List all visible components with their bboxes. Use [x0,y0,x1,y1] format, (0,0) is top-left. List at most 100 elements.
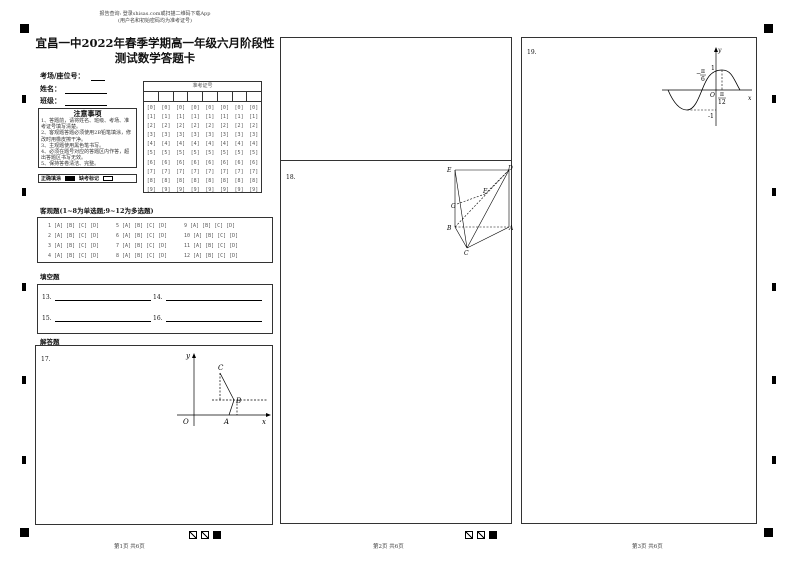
digit-bubble[interactable]: [9] [234,186,244,193]
question-bubbles[interactable]: 10 [A] [B] [C] [D] [184,233,239,239]
digit-bubble[interactable]: [3] [146,132,156,139]
digit-bubble[interactable]: [8] [205,177,215,184]
digit-bubble[interactable]: [3] [219,132,229,139]
digit-bubble[interactable]: [9] [249,186,259,193]
digit-bubble[interactable]: [7] [219,168,229,175]
digit-bubble[interactable]: [8] [146,177,156,184]
digit-bubble[interactable]: [5] [190,150,200,157]
digit-bubble[interactable]: [1] [146,114,156,121]
digit-bubble[interactable]: [2] [176,123,186,130]
digit-bubble[interactable]: [0] [205,105,215,111]
digit-bubble[interactable]: [6] [146,159,156,166]
digit-bubble[interactable]: [5] [249,150,259,157]
digit-bubble[interactable]: [6] [234,159,244,166]
digit-bubble[interactable]: [5] [161,150,171,157]
digit-bubble[interactable]: [0] [176,105,186,111]
digit-bubble[interactable]: [0] [146,105,156,111]
digit-bubble[interactable]: [5] [205,150,215,157]
digit-bubble[interactable]: [4] [205,141,215,148]
digit-bubble[interactable]: [6] [205,159,215,166]
digit-bubble[interactable]: [9] [161,186,171,193]
digit-bubble[interactable]: [0] [161,105,171,111]
digit-bubble[interactable]: [9] [176,186,186,193]
digit-bubble[interactable]: [3] [161,132,171,139]
question-bubbles[interactable]: 9 [A] [B] [C] [D] [184,223,236,229]
digit-bubble[interactable]: [1] [219,114,229,121]
digit-bubble[interactable]: [0] [219,105,229,111]
digit-bubble[interactable]: [3] [249,132,259,139]
name-field[interactable]: 姓名： [40,84,107,94]
question-bubbles[interactable]: 1 [A] [B] [C] [D] [48,223,100,229]
digit-bubble[interactable]: [4] [146,141,156,148]
admission-digit-cells[interactable] [144,92,261,102]
digit-bubble[interactable]: [1] [161,114,171,121]
q17-continued-area[interactable] [281,38,511,160]
digit-bubble[interactable]: [2] [234,123,244,130]
digit-bubble[interactable]: [7] [146,168,156,175]
digit-bubble[interactable]: [1] [249,114,259,121]
answer-blank-16[interactable]: 16. [153,315,262,322]
digit-bubble[interactable]: [5] [146,150,156,157]
digit-bubble[interactable]: [6] [176,159,186,166]
digit-bubble[interactable]: [7] [190,168,200,175]
digit-bubble[interactable]: [7] [161,168,171,175]
digit-bubble[interactable]: [7] [249,168,259,175]
digit-bubble[interactable]: [1] [205,114,215,121]
digit-bubble[interactable]: [0] [190,105,200,111]
digit-bubble[interactable]: [2] [219,123,229,130]
digit-bubble[interactable]: [0] [234,105,244,111]
digit-bubble[interactable]: [6] [249,159,259,166]
digit-bubble[interactable]: [3] [190,132,200,139]
digit-bubble[interactable]: [1] [190,114,200,121]
question-bubbles[interactable]: 4 [A] [B] [C] [D] [48,253,100,259]
digit-bubble[interactable]: [1] [176,114,186,121]
digit-bubble[interactable]: [8] [176,177,186,184]
question-bubbles[interactable]: 8 [A] [B] [C] [D] [116,253,168,259]
question-bubbles[interactable]: 6 [A] [B] [C] [D] [116,233,168,239]
objective-answer-box[interactable]: 1 [A] [B] [C] [D] 5 [A] [B] [C] [D] 9 [A] … [37,217,273,263]
digit-bubble[interactable]: [5] [234,150,244,157]
digit-bubble[interactable]: [5] [176,150,186,157]
digit-bubble[interactable]: [4] [176,141,186,148]
digit-bubble[interactable]: [6] [190,159,200,166]
question-bubbles[interactable]: 3 [A] [B] [C] [D] [48,243,100,249]
digit-bubble[interactable]: [2] [190,123,200,130]
q19-answer-area[interactable]: 19. y x O 1 -1 − π 6 π 12 [521,37,757,524]
digit-bubble[interactable]: [4] [190,141,200,148]
question-bubbles[interactable]: 2 [A] [B] [C] [D] [48,233,100,239]
answer-blank-14[interactable]: 14. [153,294,262,301]
digit-bubble[interactable]: [3] [205,132,215,139]
digit-bubble[interactable]: [7] [205,168,215,175]
digit-bubble[interactable]: [1] [234,114,244,121]
question-bubbles[interactable]: 5 [A] [B] [C] [D] [116,223,168,229]
digit-bubble[interactable]: [2] [146,123,156,130]
digit-bubble[interactable]: [8] [234,177,244,184]
digit-bubble[interactable]: [9] [146,186,156,193]
digit-bubble[interactable]: [0] [249,105,259,111]
answer-blank-13[interactable]: 13. [42,294,151,301]
digit-bubble[interactable]: [3] [176,132,186,139]
absent-checkbox[interactable] [103,176,114,181]
q17-answer-area[interactable]: 17. y x O A B C [35,345,273,525]
digit-bubble[interactable]: [2] [205,123,215,130]
question-bubbles[interactable]: 7 [A] [B] [C] [D] [116,243,168,249]
question-bubbles[interactable]: 12 [A] [B] [C] [D] [184,253,239,259]
digit-bubble[interactable]: [9] [219,186,229,193]
digit-bubble[interactable]: [6] [161,159,171,166]
digit-bubble[interactable]: [6] [219,159,229,166]
digit-bubble[interactable]: [3] [234,132,244,139]
seat-field[interactable]: 考场/座位号： [40,71,105,81]
digit-bubble[interactable]: [8] [190,177,200,184]
digit-bubble[interactable]: [8] [161,177,171,184]
class-field[interactable]: 班级： [40,96,107,106]
digit-bubble[interactable]: [5] [219,150,229,157]
digit-bubble[interactable]: [7] [234,168,244,175]
answer-blank-15[interactable]: 15. [42,315,151,322]
digit-bubble[interactable]: [7] [176,168,186,175]
digit-bubble[interactable]: [8] [249,177,259,184]
question-bubbles[interactable]: 11 [A] [B] [C] [D] [184,243,239,249]
digit-bubble[interactable]: [4] [219,141,229,148]
digit-bubble[interactable]: [9] [190,186,200,193]
digit-bubble[interactable]: [4] [161,141,171,148]
digit-bubble[interactable]: [4] [234,141,244,148]
